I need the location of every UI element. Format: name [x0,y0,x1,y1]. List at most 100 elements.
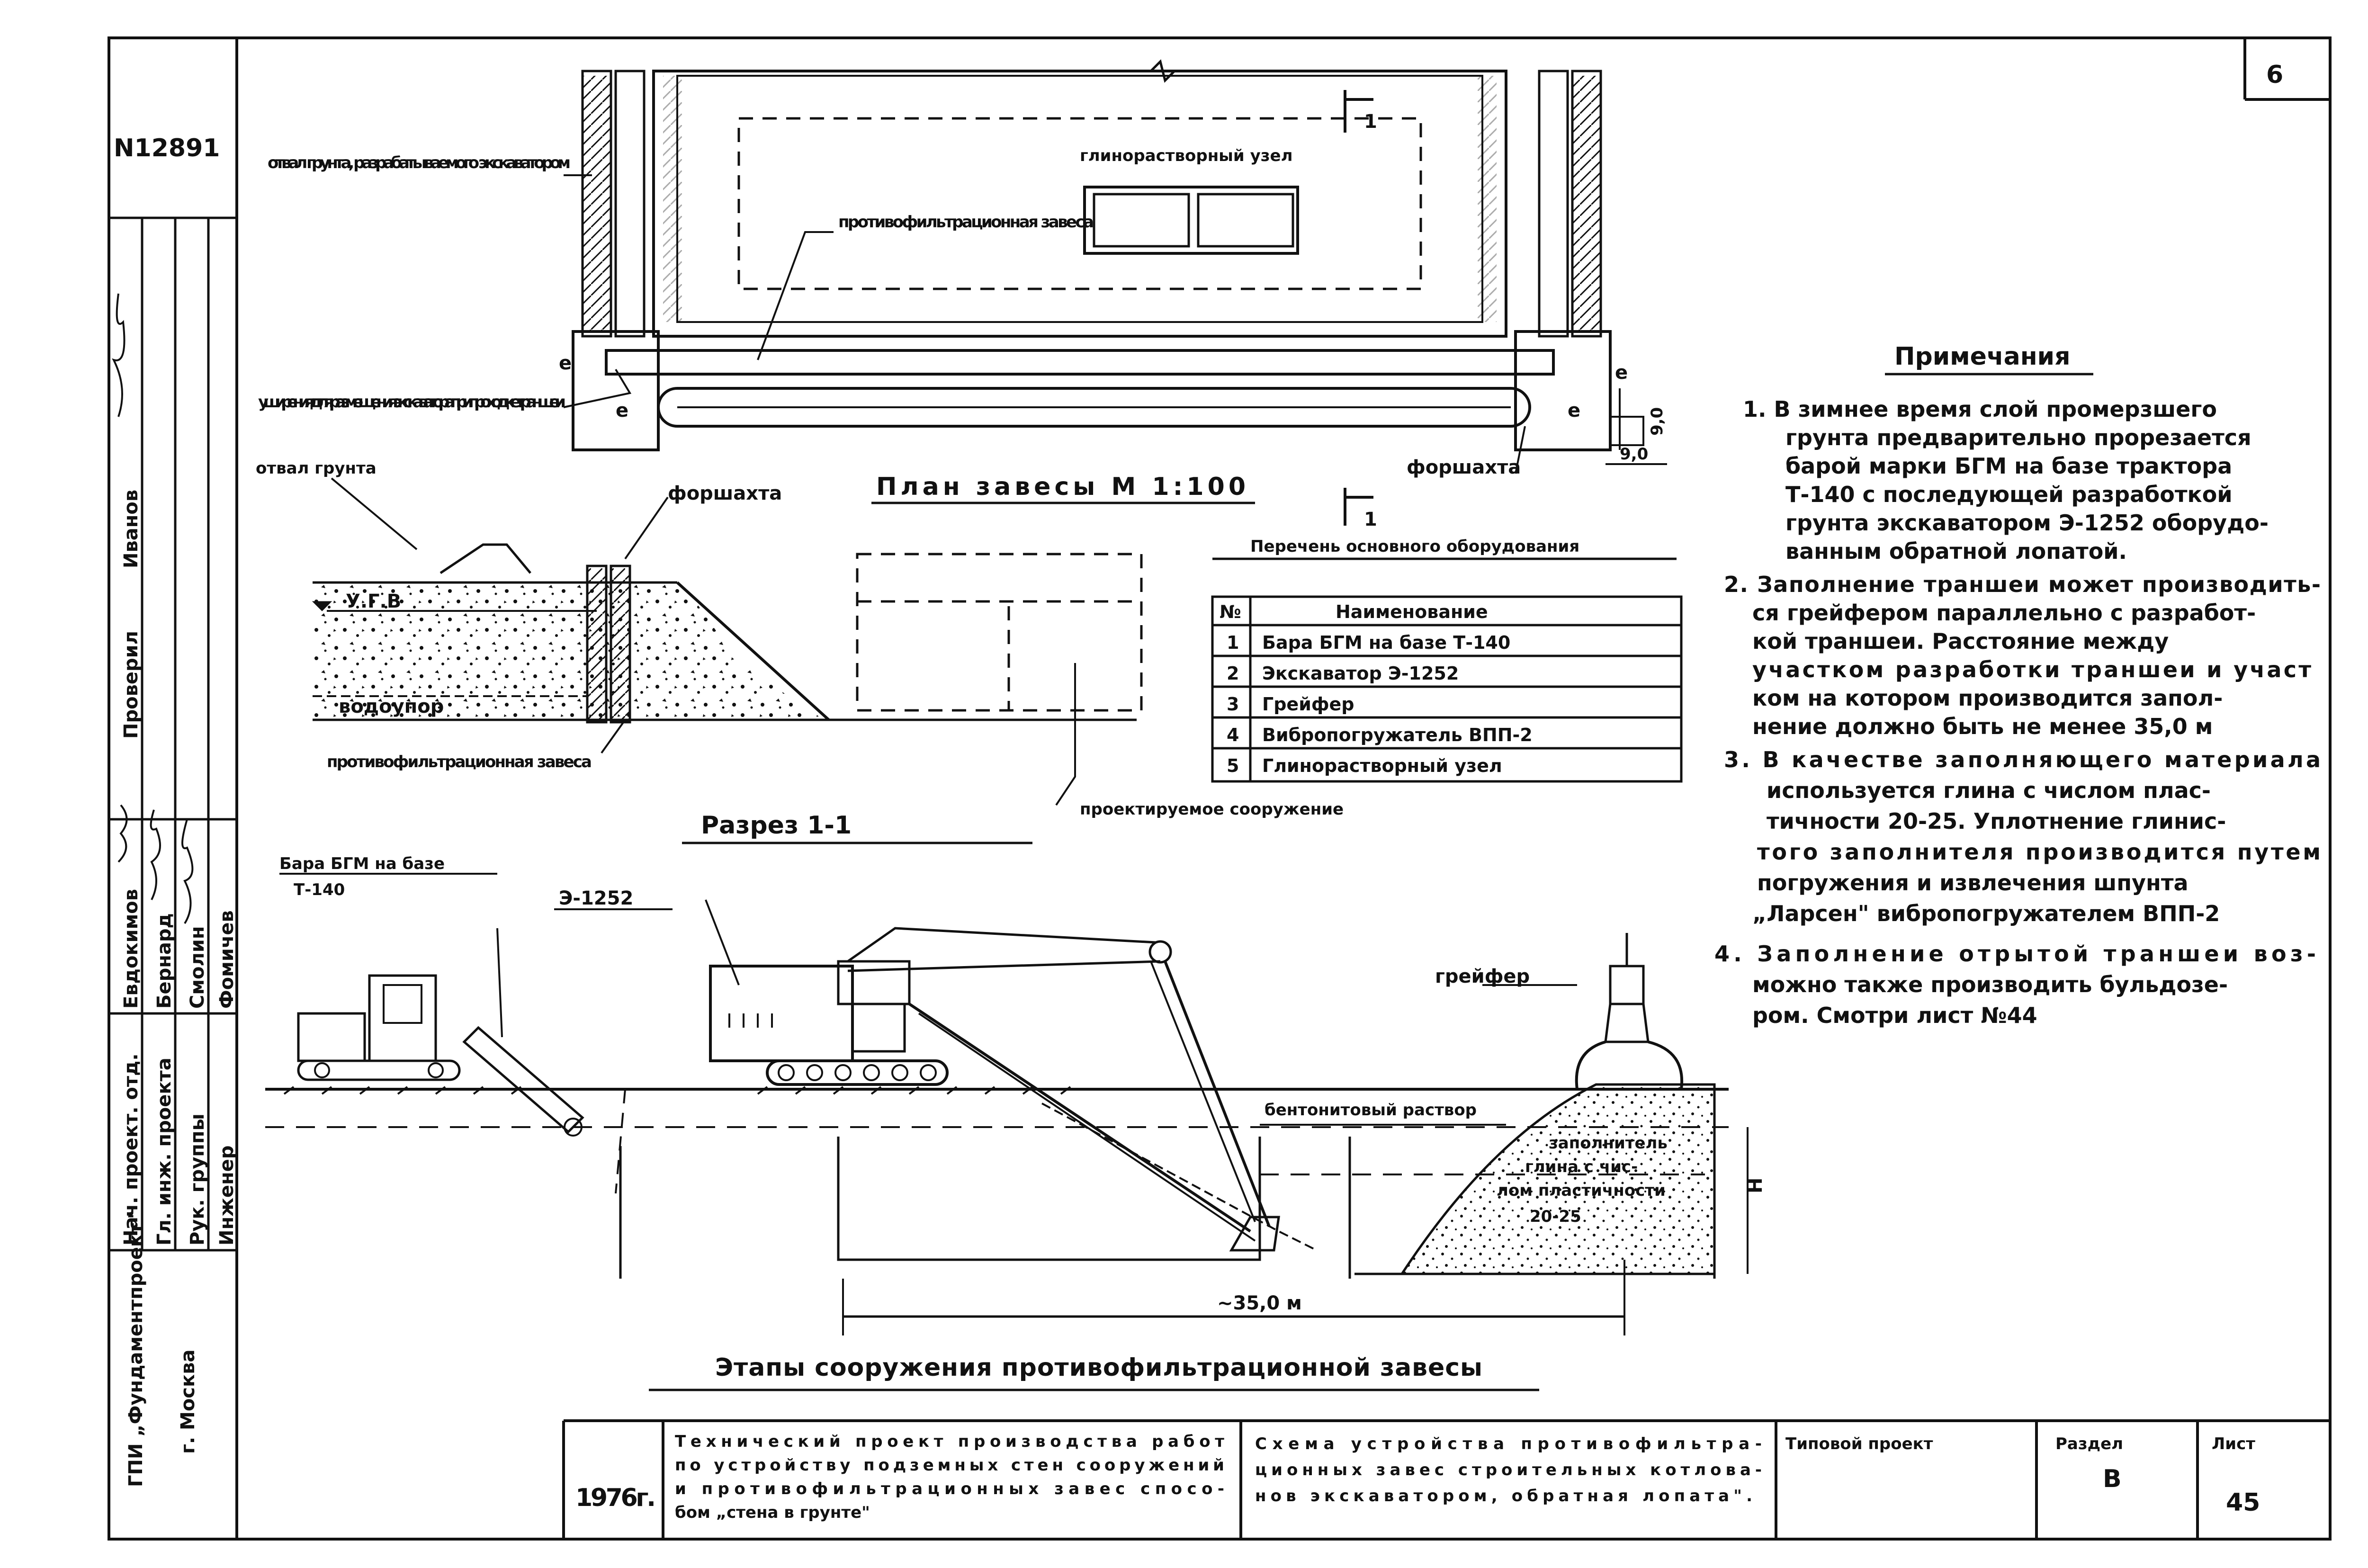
title-section-value: В [2103,1465,2122,1493]
archive-number: N12891 [114,134,220,162]
notes-block: Примечания 1. В зимнее время слой промер… [1714,342,2321,1028]
equipment-table [1211,557,1683,783]
plan-curtain-label: противофильтрационная завеса [838,213,1094,232]
plan-dim-e-left: е [559,352,572,374]
bara-label-2: Т-140 [294,880,345,899]
note-line: кой траншеи. Расстояние между [1752,628,2169,654]
note-line: 1. В зимнее время слой промерзшего [1743,396,2217,422]
note-line: Т-140 с последующей разработкой [1785,482,2233,507]
title-desc-1: Технический проект производства работ [675,1432,1224,1451]
note-line: барой марки БГМ на базе трактора [1785,453,2232,479]
bara-label-1: Бара БГМ на базе [279,854,445,873]
checked-label: Проверил [120,631,142,739]
plan-title: План завесы М 1:100 [876,473,1246,501]
signatures [112,293,194,924]
filler-line-1: заполнитель [1549,1134,1668,1153]
side-block [108,36,238,1252]
plan-widening-label: уширения для размещения экскаватора при … [258,393,566,412]
title-block-text: 1976г. Технический проект производства р… [575,1432,2260,1522]
grab-label: грейфер [1435,966,1530,987]
title-block [562,1419,2330,1539]
section-forshakhta-label: форшахта [668,483,782,504]
plan-dim-e-right: е [1615,362,1628,384]
note-line: ком на котором производится запол- [1752,685,2223,711]
name-2: Бернард [153,913,175,1009]
note-line: нение должно быть не менее 35,0 м [1752,714,2213,739]
section-curtain-label-1: противофильтрационная завеса [327,753,592,771]
note-line: используется глина с числом плас- [1767,778,2211,803]
stages-title: Этапы сооружения противофильтрационной з… [715,1353,1482,1382]
role-2: Гл. инж. проекта [153,1057,175,1245]
org-name: ГПИ „Фундаментпроект" [125,1213,147,1487]
title-desc-4: бом „стена в грунте" [675,1503,870,1522]
side-block-text: ГПИ „Фундаментпроект" г. Москва Нач. про… [120,490,238,1487]
notes-title: Примечания [1894,342,2071,371]
equipment-row-4-num: 4 [1227,725,1239,745]
name-3: Смолин [187,926,208,1009]
note-line: грунта предварительно прорезается [1785,425,2251,450]
equipment-row-1-num: 1 [1227,632,1239,653]
filler-line-2: глина с чис- [1525,1157,1638,1176]
note-line: ром. Смотри лист №44 [1752,1003,2037,1028]
note-line: погружения и извлечения шпунта [1757,870,2189,896]
note-line: 4. Заполнение отрытой траншеи воз- [1714,941,2316,967]
note-line: можно также производить бульдозе- [1752,972,2228,997]
section-spoil-label: отвал грунта [256,459,377,478]
filler-line-3: лом пластичности [1497,1181,1666,1200]
city-name: г. Москва [177,1350,199,1454]
title-scheme-2: ционных завес строительных котлова- [1255,1460,1762,1479]
equipment-row-1-name: Бара БГМ на базе Т-140 [1262,632,1510,653]
equipment-row-5-num: 5 [1227,755,1239,776]
section-ugv-label: У.Г.В [346,591,401,612]
plan-spoil-label: отвал грунта, разрабатываемого экскавато… [268,153,571,172]
title-sheet-value: 45 [2226,1488,2260,1517]
plan-mortar-label: глинорастворный узел [1080,146,1292,165]
small-section [312,477,1143,806]
title-desc-2: по устройству подземных стен сооружений [675,1456,1224,1475]
checked-name: Иванов [120,490,142,568]
equipment-row-2-num: 2 [1227,663,1239,684]
name-4: Фомичев [216,910,238,1009]
role-3: Рук. группы [187,1113,208,1245]
plan-forshakhta-label: форшахта [1407,457,1521,478]
equipment-row-4-name: Вибропогружатель ВПП-2 [1262,725,1533,745]
title-project-type: Типовой проект [1785,1434,1933,1453]
role-1: Нач. проект. отд. [120,1053,142,1245]
note-line: тичности 20-25. Уплотнение глинис- [1767,808,2226,834]
bentonite-label: бентонитовый раствор [1265,1101,1477,1120]
section-aquitard-label: водоупор [339,696,444,717]
title-section-label: Раздел [2055,1434,2123,1453]
plan-dim-e-right-2: е [1568,400,1580,421]
equipment-table-text: Перечень основного оборудования № Наимен… [1220,537,1579,776]
note-line: ся грейфером параллельно с разработ- [1752,600,2256,626]
note-line: ванным обратной лопатой. [1785,538,2127,564]
note-line: того заполнителя производится путем [1757,839,2321,865]
section-title: Разрез 1-1 [701,811,852,840]
equipment-row-3-num: 3 [1227,694,1239,715]
plan-labels: отвал грунта, разрабатываемого экскавато… [258,111,1667,530]
title-scheme-1: Схема устройства противофильтра- [1255,1434,1762,1453]
section-structure-label: проектируемое сооружение [1080,800,1344,819]
equipment-row-5-name: Глинорастворный узел [1262,755,1502,776]
title-year: 1976г. [575,1484,656,1512]
plan-dim-9-right: 9,0 [1620,445,1648,464]
excavator-label: Э-1252 [559,887,633,909]
name-1: Евдокимов [120,889,142,1009]
equipment-header-num: № [1220,601,1241,622]
plan-section-mark-top: 1 [1364,111,1377,133]
equipment-row-2-name: Экскаватор Э-1252 [1262,663,1459,684]
equipment-header-name: Наименование [1336,601,1488,622]
plan-dim-e-left-2: е [616,400,628,421]
note-line: 2. Заполнение траншеи может производить- [1724,572,2321,597]
title-scheme-3: нов экскаватором, обратная лопата". [1255,1487,1752,1505]
equipment-title: Перечень основного оборудования [1250,537,1579,556]
note-line: грунта экскаватором Э-1252 оборудо- [1785,510,2269,536]
role-4: Инженер [216,1146,238,1245]
dimension-35: ~35,0 м [1217,1292,1302,1314]
corner-sheet-number: 6 [2266,61,2283,89]
h-mark: Н [1745,1178,1767,1193]
title-sheet-label: Лист [2212,1434,2255,1453]
small-section-labels: отвал грунта форшахта У.Г.В водоупор про… [256,459,1344,840]
